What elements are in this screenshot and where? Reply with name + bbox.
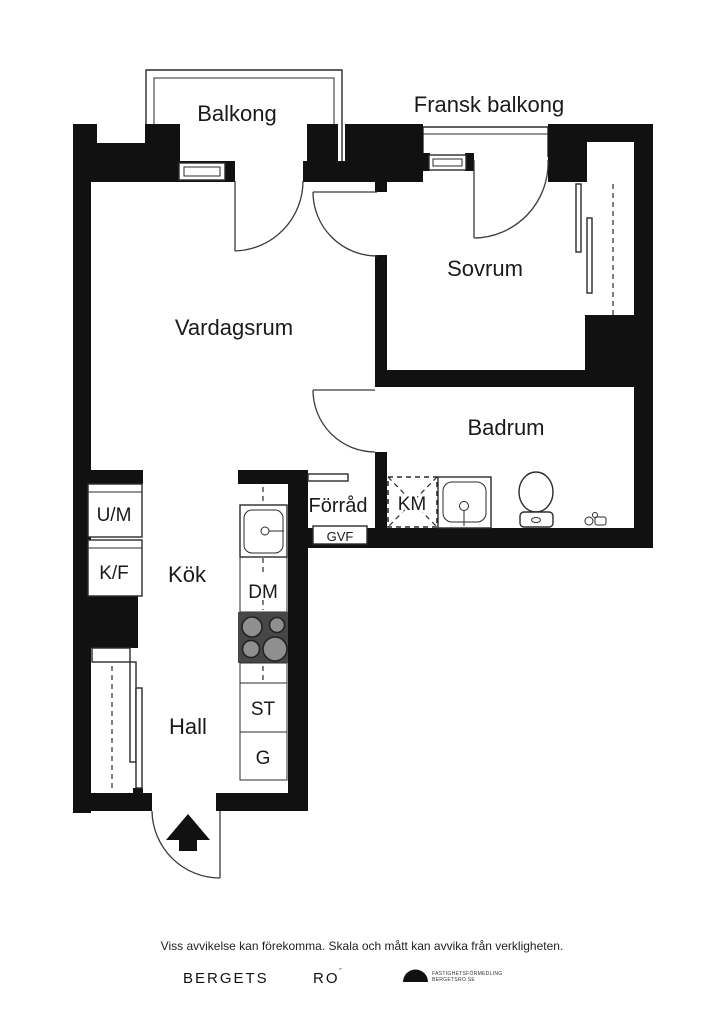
forrad-door [307,473,349,482]
room-label-kok: Kök [168,562,207,587]
wardrobe-sliding-icon [586,217,593,294]
label-st: ST [251,699,276,720]
kitchen-counter [238,487,288,781]
wall-segment [288,472,308,793]
brand-tagline-1: FASTIGHETSFÖRMEDLING [432,970,502,977]
room-label-forrad: Förråd [309,495,368,517]
french-balcony-platform [422,126,549,157]
wall-segment [634,124,653,548]
footer-disclaimer: Viss avvikelse kan förekomma. Skala och … [161,939,564,953]
entrance-door [151,810,221,879]
room-label-fransk-balkong: Fransk balkong [414,92,564,117]
french-balcony-window [428,154,467,171]
label-g: G [256,748,271,769]
toilet-icon [518,471,554,528]
sovrum-wardrobe [575,183,614,316]
entrance-arrow-icon [166,814,210,851]
label-dm: DM [248,582,278,603]
brand-dome-icon [403,969,428,982]
wall-segment [73,592,138,648]
shower-mixer-icon [584,512,607,526]
wall-segment [587,124,635,142]
brand-logo: BERGETS RO ˝ FASTIGHETSFÖRMEDLING BERGET… [183,968,502,987]
kitchen-sink-icon [239,504,288,558]
wall-segment [423,153,430,171]
door-swing-icon [473,159,549,239]
label-kf: K/F [99,563,129,584]
cabinet-g-box [239,731,288,781]
door-swing-icon [312,191,378,257]
wall-segment [85,470,143,484]
door-swing-icon [234,180,304,252]
balcony-window [178,162,226,181]
wall-segment [145,124,180,182]
room-label-balkong: Balkong [197,101,277,126]
room-label-hall: Hall [169,714,207,739]
appliance-kf [87,539,143,597]
gvf-box [312,525,368,545]
appliance-um [87,483,143,538]
washing-machine-icon [387,476,438,528]
wardrobe-sliding-icon [575,183,582,253]
wall-segment [375,180,387,192]
room-label-badrum: Badrum [467,415,544,440]
walls [73,124,653,813]
wall-segment [548,124,587,182]
hall-wardrobe [91,647,143,789]
badrum-door [312,389,376,453]
label-km: KM [398,494,427,515]
brand-tagline-2: BERGETSRO.SE [432,977,475,983]
brand-word-ro: RO [313,970,340,987]
brand-word-bergets: BERGETS [183,970,269,987]
window-icon [428,154,467,171]
wall-segment [73,124,91,813]
wall-segment [73,793,152,811]
wall-segment [288,528,653,548]
wall-segment [375,370,653,387]
brand-trademark: ˝ [339,968,342,976]
room-label-sovrum: Sovrum [447,256,523,281]
balcony-railing [145,69,343,163]
wall-segment [73,124,97,182]
door-swing-icon [312,389,376,453]
wardrobe-sliding-icon [129,661,137,763]
bathroom-sink-icon [437,476,492,529]
stove-icon [238,612,288,663]
label-gvf: GVF [327,529,354,544]
door-swing-icon [151,810,221,879]
wall-segment [375,255,387,372]
label-um: U/M [97,505,132,526]
wall-segment [133,788,143,794]
window-icon [178,162,226,181]
wall-segment [585,315,634,372]
wall-segment [465,153,474,171]
wall-segment [307,124,338,182]
sovrum-door [312,191,378,257]
wall-segment [216,793,308,811]
room-label-vardagsrum: Vardagsrum [175,315,293,340]
wall-segment [375,452,387,530]
french-balcony-door [473,159,549,239]
wall-segment [97,143,145,182]
balcony-door [234,180,304,252]
wall-segment [345,124,423,182]
wardrobe-sliding-icon [135,687,143,789]
